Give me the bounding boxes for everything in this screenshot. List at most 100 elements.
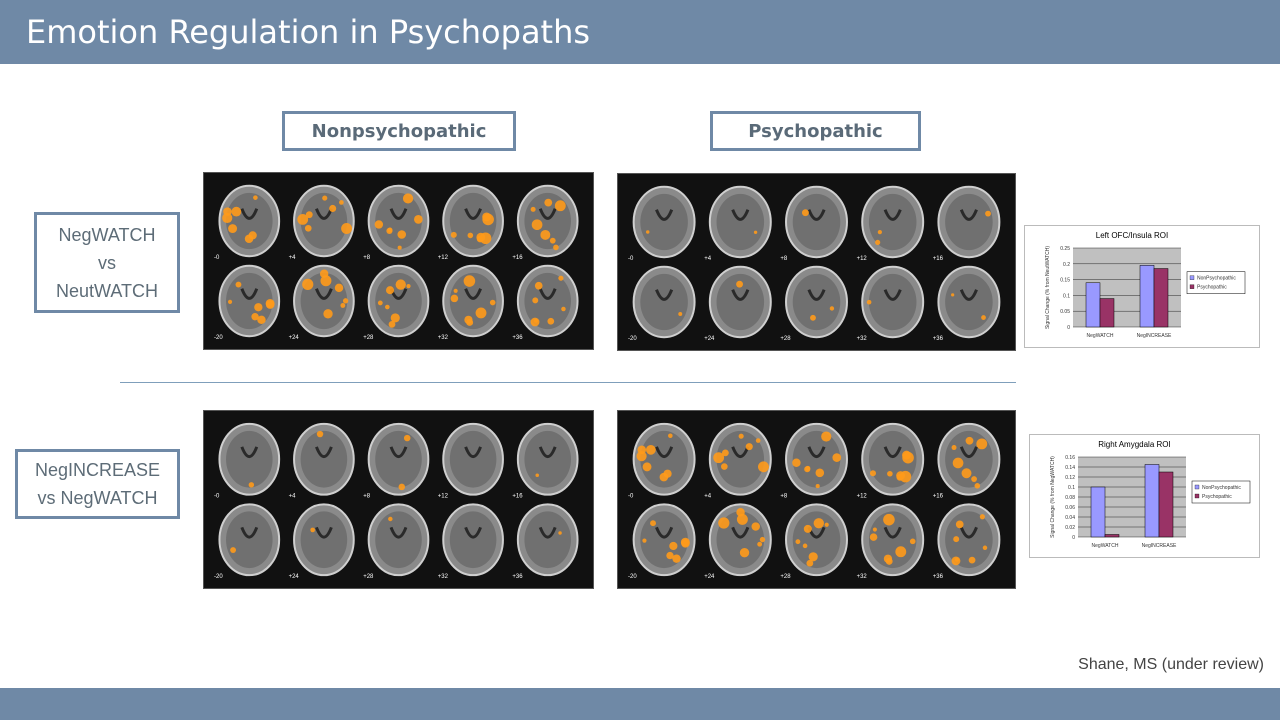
brain-ventricle: [315, 288, 333, 300]
activation-blob: [810, 314, 816, 321]
legend-label: NonPsychopathic: [1197, 276, 1236, 282]
activation-blob: [228, 224, 238, 234]
activation-blob: [645, 444, 656, 455]
activation-blob: [806, 559, 814, 567]
brain-ventricle: [240, 526, 259, 539]
activation-blob: [334, 283, 344, 293]
scan-label: +28: [363, 335, 374, 341]
scan-label: +16: [512, 494, 523, 500]
y-tick-label: 0.1: [1068, 485, 1075, 491]
scan-label: +28: [780, 336, 791, 342]
activation-blob: [320, 275, 332, 287]
activation-blob: [885, 557, 893, 565]
activation-blob: [672, 554, 681, 563]
activation-blob: [875, 239, 881, 246]
brain-ventricle: [883, 289, 902, 301]
activation-blob: [547, 317, 555, 325]
activation-blob: [316, 430, 324, 438]
activation-blob: [540, 229, 551, 240]
activation-blob: [251, 313, 259, 321]
activation-blob: [802, 543, 808, 549]
activation-blob: [248, 231, 257, 240]
brain-panel-psych-watch: -0+4+8+12+16-20+24+28+32+36: [617, 173, 1016, 351]
legend-swatch: [1194, 493, 1200, 499]
brain-ventricle: [883, 526, 902, 539]
row-divider: [120, 382, 1016, 383]
scan-label: +12: [438, 255, 449, 261]
activation-blob: [951, 445, 957, 451]
brain-ventricle: [240, 288, 259, 300]
activation-blob: [866, 299, 872, 305]
activation-blob: [952, 457, 964, 469]
brain-slice-inner: [640, 511, 688, 569]
activation-blob: [979, 514, 985, 520]
brain-slice-inner: [226, 430, 273, 488]
scan-label: +16: [933, 494, 944, 500]
activation-blob: [976, 438, 988, 450]
activation-blob: [554, 200, 566, 212]
brain-ventricle: [464, 446, 482, 459]
activation-blob: [720, 463, 728, 470]
activation-blob: [302, 278, 314, 290]
activation-blob: [795, 539, 801, 545]
activation-blob: [668, 433, 673, 439]
brain-slice-inner: [716, 193, 765, 251]
activation-blob: [896, 473, 904, 481]
activation-blob: [678, 312, 683, 316]
activation-blob: [397, 245, 402, 250]
scan-label: -20: [628, 336, 637, 342]
brain-ventricle: [655, 209, 674, 221]
activation-blob: [666, 551, 674, 560]
activation-blob: [388, 320, 396, 328]
activation-blob: [961, 468, 972, 479]
activation-blob: [829, 306, 835, 311]
activation-blob: [297, 213, 309, 225]
activation-blob: [650, 520, 656, 527]
legend-swatch: [1189, 284, 1195, 289]
brain-slice-inner: [375, 430, 422, 488]
brain-slice-inner: [792, 193, 841, 251]
brain-ventricle: [464, 208, 482, 220]
citation: Shane, MS (under review): [1078, 656, 1264, 673]
activation-blob: [230, 547, 237, 554]
activation-blob: [534, 281, 543, 290]
x-tick-label: NegWATCH: [1087, 333, 1114, 339]
brain-ventricle: [807, 289, 826, 301]
brain-ventricle: [538, 446, 557, 459]
y-tick-label: 0: [1072, 535, 1075, 541]
brain-slice-inner: [375, 511, 422, 569]
bar-nonpsychopathic: [1090, 486, 1106, 538]
activation-blob: [965, 436, 974, 445]
brain-ventricle: [464, 288, 482, 300]
activation-blob: [450, 294, 459, 303]
brain-ventricle: [464, 526, 482, 539]
brain-slice-inner: [868, 273, 917, 331]
activation-blob: [955, 520, 964, 529]
scan-label: +8: [363, 494, 371, 500]
activation-blob: [553, 244, 559, 251]
activation-blob: [792, 458, 801, 467]
activation-blob: [467, 232, 474, 239]
activation-blob: [549, 237, 556, 244]
activation-blob: [968, 556, 976, 564]
row-label-watch-line1: NegWATCH: [58, 224, 156, 245]
y-tick-label: 0.16: [1065, 455, 1075, 461]
brain-ventricle: [315, 446, 333, 459]
legend-swatch: [1189, 275, 1195, 280]
activation-blob: [254, 303, 263, 312]
activation-blob: [751, 522, 760, 531]
scan-label: +8: [780, 494, 788, 500]
activation-blob: [713, 452, 725, 464]
activation-blob: [397, 230, 407, 239]
activation-blob: [736, 513, 748, 525]
legend-box: [1191, 480, 1251, 504]
legend-label: Psychopathic: [1197, 285, 1227, 291]
activation-blob: [755, 438, 761, 443]
brain-ventricle: [655, 526, 674, 539]
y-tick-label: 0.12: [1065, 475, 1075, 481]
scan-label: +8: [780, 256, 788, 262]
activation-blob: [804, 466, 811, 473]
brain-ventricle: [655, 446, 674, 459]
chart-title: Right Amygdala ROI: [1098, 440, 1170, 449]
activation-blob: [390, 313, 400, 323]
